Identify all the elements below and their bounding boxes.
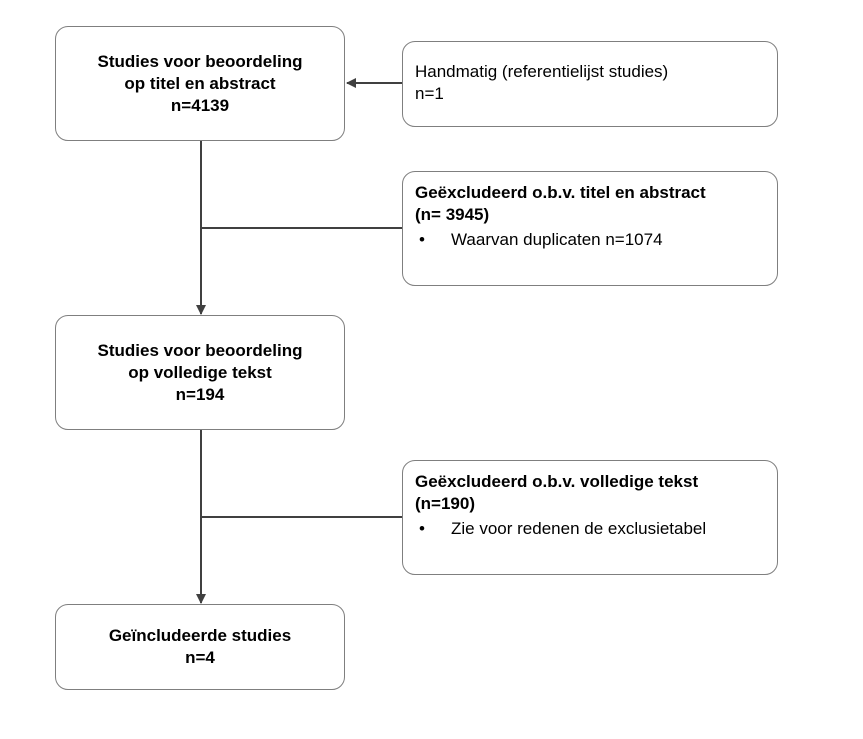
fulltext-count: n=194 [175,384,225,404]
excluded-title-abstract-heading: Geëxcludeerd o.b.v. titel en abstract [415,183,706,202]
fulltext-title-line2: op volledige tekst [128,362,272,382]
included-title: Geïncludeerde studies [108,626,292,645]
screening-count: n=4139 [170,95,230,115]
duplicates-bullet-item: • Waarvan duplicaten n=1074 [415,229,765,251]
included-count: n=4 [185,648,215,667]
excluded-fulltext-count: (n=190) [415,494,475,513]
screening-box: Studies voor beoordeling op titel en abs… [55,26,345,141]
bullet-icon: • [419,519,425,538]
manual-search-label: Handmatig (referentielijst studies) [415,62,669,81]
screening-title-line2: op titel en abstract [124,73,276,93]
duplicates-text: Waarvan duplicaten n=1074 [451,230,663,249]
fulltext-box: Studies voor beoordeling op volledige te… [55,315,345,430]
bullet-icon: • [419,230,425,249]
excluded-title-abstract-count: (n= 3945) [415,205,490,224]
excluded-fulltext-heading: Geëxcludeerd o.b.v. volledige tekst [415,472,699,491]
screening-title-line1: Studies voor beoordeling [97,51,303,71]
exclusion-reasons-bullet-item: • Zie voor redenen de exclusietabel [415,518,765,540]
excluded-fulltext-box: Geëxcludeerd o.b.v. volledige tekst (n=1… [402,460,778,575]
exclusion-reasons-text: Zie voor redenen de exclusietabel [451,519,707,538]
manual-search-count: n=1 [415,84,444,103]
manual-search-box: Handmatig (referentielijst studies) n=1 [402,41,778,127]
fulltext-title-line1: Studies voor beoordeling [97,340,303,360]
included-box: Geïncludeerde studies n=4 [55,604,345,690]
excluded-title-abstract-box: Geëxcludeerd o.b.v. titel en abstract (n… [402,171,778,286]
